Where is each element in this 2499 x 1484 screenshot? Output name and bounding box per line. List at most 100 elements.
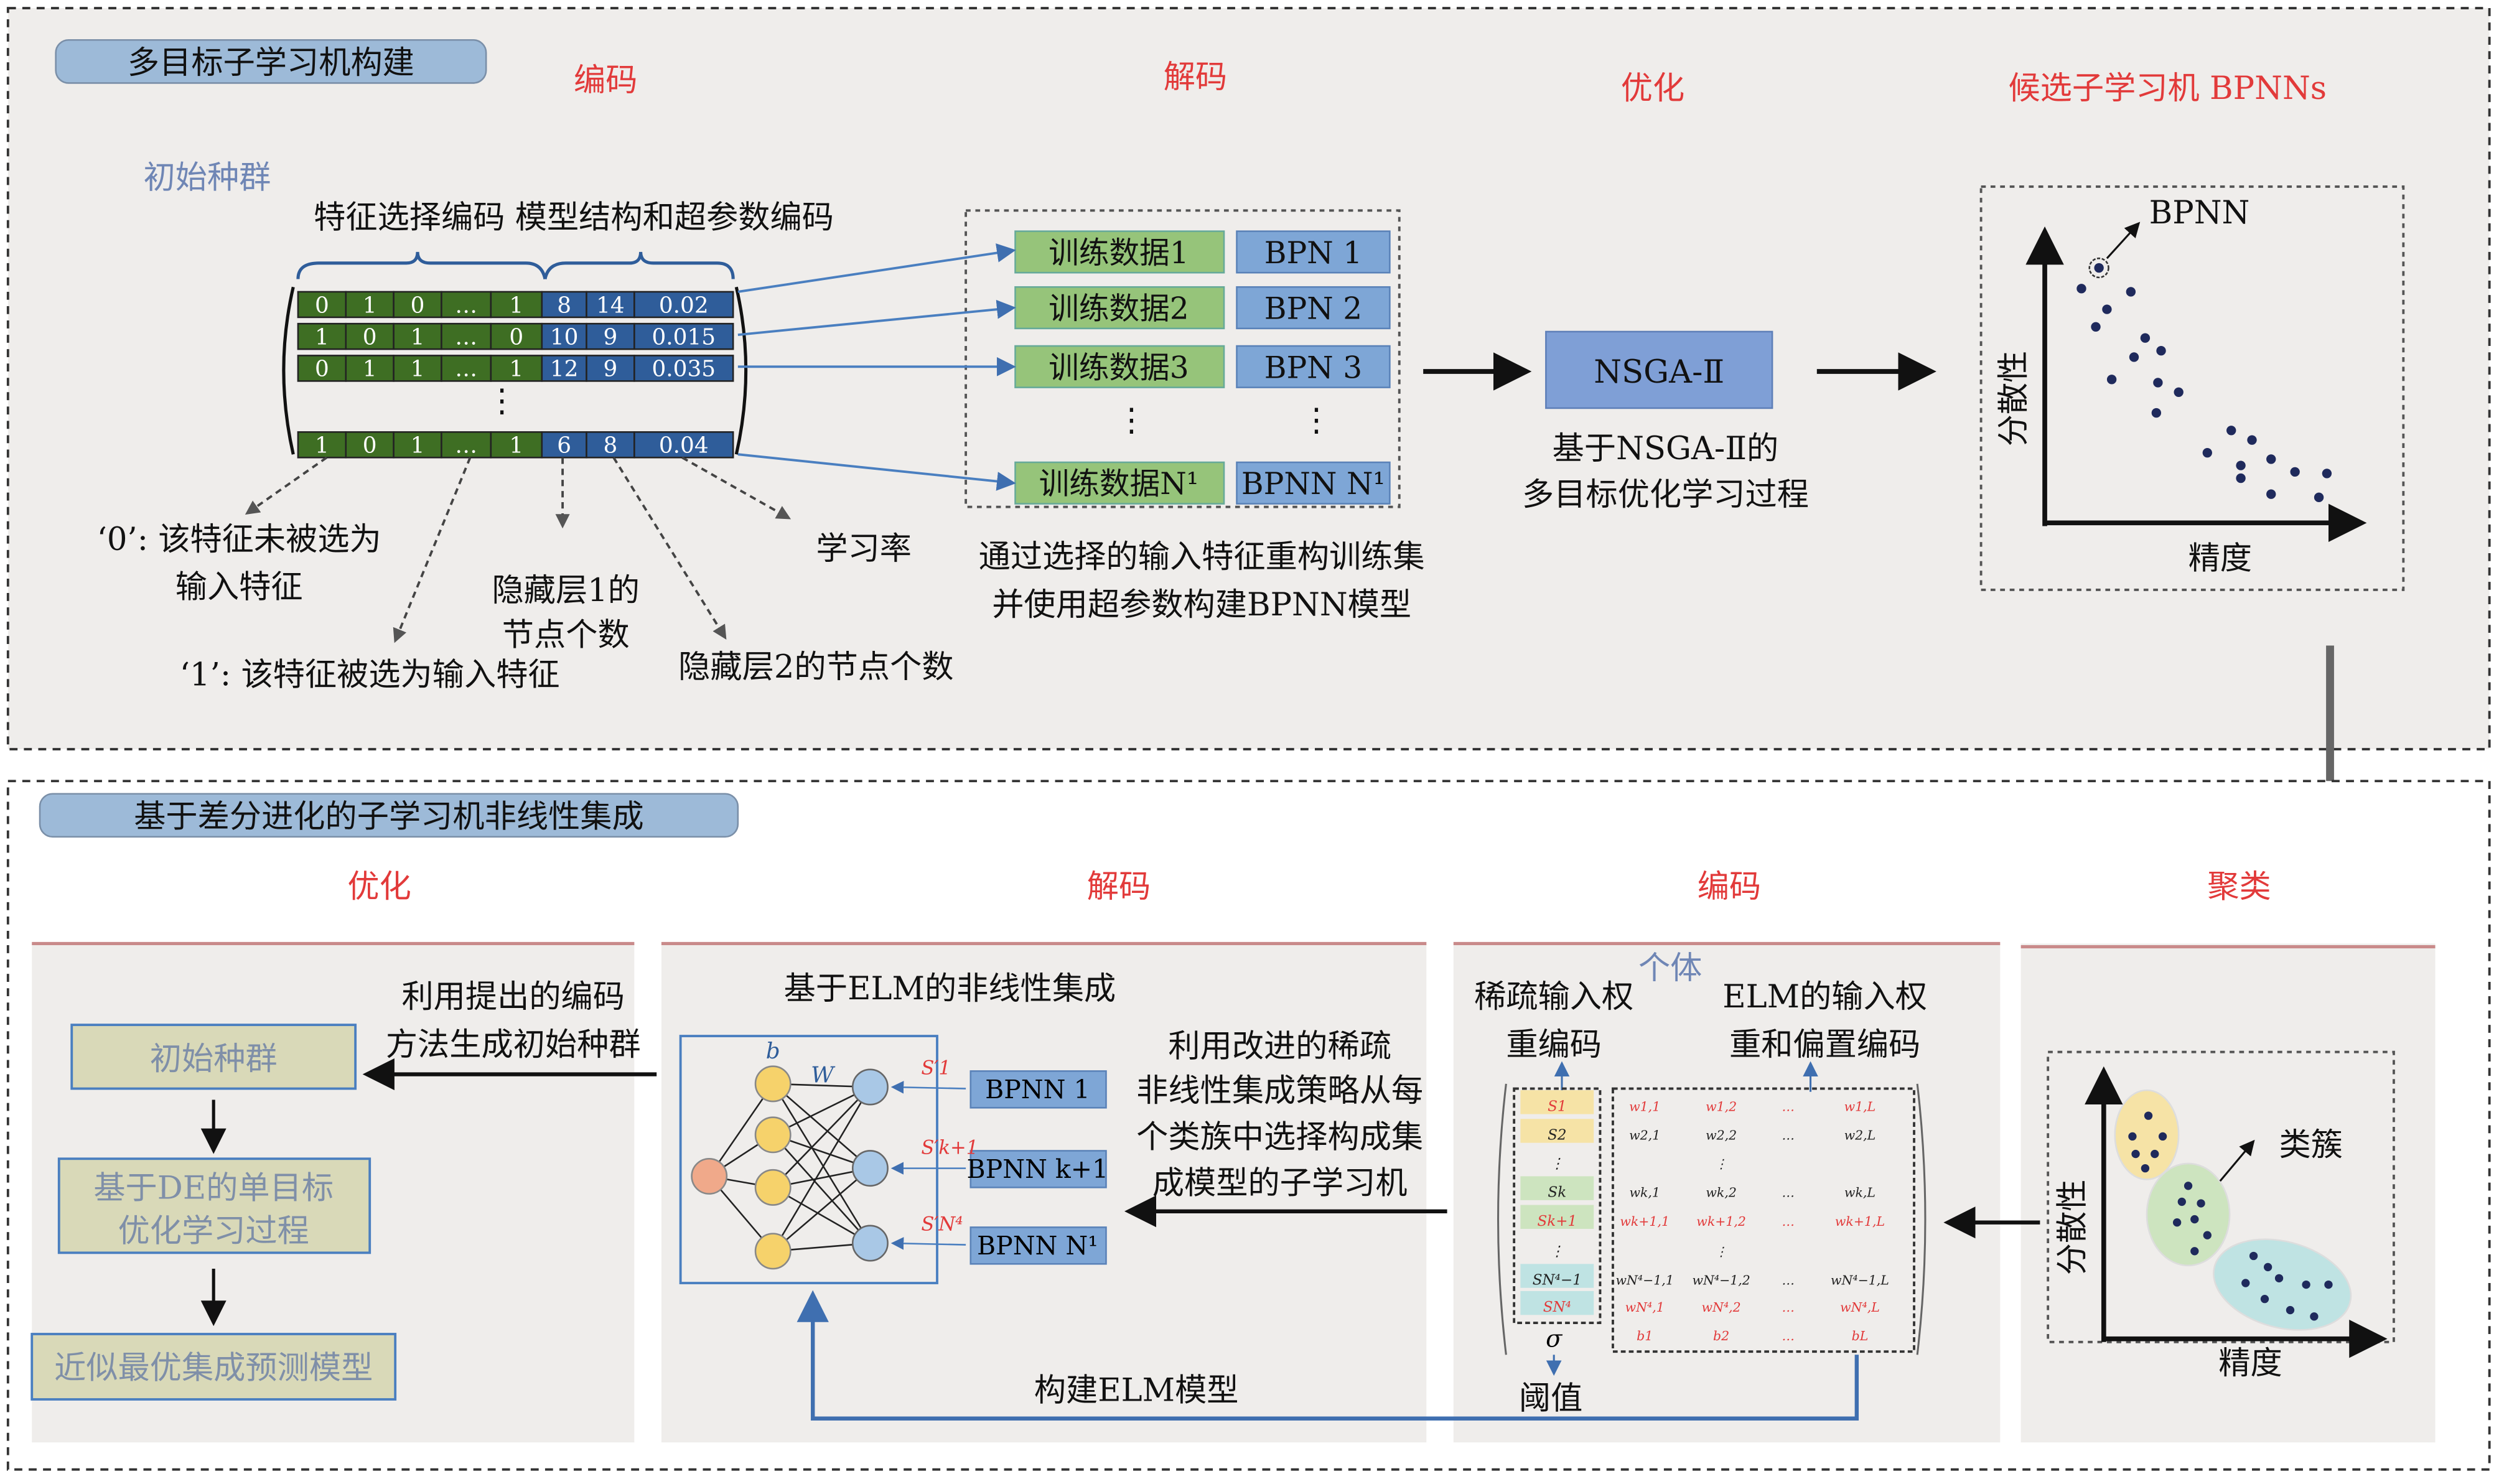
selected-bpnn-box (969, 1150, 1107, 1188)
weight-item: wN⁴,L (1840, 1300, 1880, 1315)
weight-matrix-box (1612, 1087, 1915, 1353)
individual-bracket-left (1497, 1083, 1507, 1355)
encoding-cell (541, 322, 587, 350)
sparse-cell (1520, 1205, 1594, 1229)
encoding-cell-value: 9 (604, 357, 618, 382)
cluster-point (2260, 1294, 2269, 1304)
encoding-cell-value: 14 (596, 292, 625, 318)
weight-item: … (1782, 1099, 1794, 1114)
select-note-2: 非线性集成策略从每 (1136, 1072, 1423, 1109)
encoding-cell (393, 322, 442, 350)
cluster-point (2197, 1199, 2205, 1208)
selection-arrow (890, 1081, 966, 1094)
output-node (851, 1068, 889, 1106)
selected-bpnn-label: BPNN N¹ (977, 1231, 1098, 1261)
output-node (851, 1150, 889, 1187)
candidate-point (2290, 467, 2300, 477)
final-model-box (30, 1333, 397, 1401)
weight-item: w2,1 (1629, 1128, 1660, 1143)
net-edge (772, 1083, 871, 1169)
hidden-node (754, 1233, 792, 1270)
weight-item: w1,2 (1706, 1099, 1737, 1114)
bottom-title: 基于差分进化的子学习机非线性集成 (134, 798, 644, 836)
threshold-label: 阈值 (1519, 1379, 1582, 1417)
bpn-box (1236, 286, 1391, 330)
encoding-cell (586, 291, 635, 319)
weight-item: … (1782, 1273, 1794, 1288)
encoding-cell-value: 1 (411, 324, 425, 350)
encoding-cell (541, 355, 587, 382)
de-box (57, 1157, 371, 1254)
selected-bpnn-label: BPNN 1 (985, 1075, 1090, 1104)
stage-encode: 编码 (574, 62, 637, 99)
cluster-yellow (2114, 1089, 2180, 1180)
cluster-label: 类簇 (2279, 1126, 2343, 1164)
stage-decode-bottom: 解码 (1087, 868, 1151, 905)
selected-bpnn-box (969, 1226, 1107, 1265)
sparse-item: Sk (1548, 1185, 1566, 1201)
sparse-cell (1520, 1290, 1594, 1315)
bpn-box (1236, 230, 1391, 274)
bpn-label: BPN 3 (1264, 350, 1363, 385)
selection-arrow (890, 1237, 966, 1250)
training-data-label: 训练数据N¹ (1039, 467, 1199, 502)
stage-optimize: 优化 (1621, 70, 1684, 107)
bpn-label: BPN 2 (1264, 291, 1363, 326)
net-b-label: b (766, 1038, 780, 1064)
encoding-cell-value: 10 (550, 324, 579, 350)
hidden-node (754, 1065, 792, 1103)
encoding-cell-value: 1 (509, 433, 523, 459)
encoding-cell-value: … (455, 292, 477, 318)
encoding-cell-value: 0 (315, 357, 329, 382)
encoding-cell (345, 291, 395, 319)
encoding-cell-value: 0.035 (652, 357, 716, 382)
encoding-cell (541, 431, 587, 459)
candidate-point (2151, 408, 2162, 418)
init-population-text: 初始种群 (150, 1040, 278, 1078)
arrow-rowN (737, 453, 1016, 491)
training-data-box (1014, 461, 1225, 505)
candidate-plot-box (1979, 185, 2405, 591)
weight-item: wk+1,2 (1696, 1214, 1746, 1229)
final-model-text: 近似最优集成预测模型 (54, 1350, 373, 1387)
weight-item: … (1782, 1214, 1794, 1229)
encoding-cell (586, 431, 635, 459)
weight-item: b2 (1713, 1328, 1729, 1343)
sparse-item: SN⁴−1 (1533, 1272, 1582, 1289)
arrow-lr (681, 456, 792, 520)
input-node (691, 1157, 728, 1195)
sparse-cell (1520, 1264, 1594, 1288)
encoding-cell (633, 291, 734, 319)
encoding-cell-value: 1 (509, 357, 523, 382)
sparse-column-box (1513, 1087, 1602, 1324)
encoding-cell-value: 0.02 (659, 292, 709, 318)
weight-item: wN⁴,1 (1625, 1300, 1665, 1315)
encoding-cell-value: 9 (604, 324, 618, 350)
cluster-point (2190, 1215, 2199, 1224)
candidate-point (2076, 284, 2086, 294)
encoding-cell-value: … (455, 324, 477, 350)
encoding-cell (633, 322, 734, 350)
init-population-box (70, 1024, 357, 1090)
bpnn-point-label: BPNN (2149, 194, 2250, 231)
de-text-1: 基于DE的单目标 (93, 1169, 334, 1206)
decode-note-1: 通过选择的输入特征重构训练集 (979, 538, 1425, 576)
brace-model (543, 251, 735, 280)
candidate-point (2266, 454, 2276, 464)
cluster-point (2151, 1149, 2159, 1159)
encoding-cell-value: 1 (363, 292, 377, 318)
candidate-point (2236, 473, 2246, 483)
encoding-cell (541, 291, 587, 319)
cluster-point (2324, 1280, 2333, 1289)
encoding-cell-value: 8 (604, 433, 618, 459)
encoding-cell (393, 355, 442, 382)
sparse-item: SN⁴ (1543, 1299, 1571, 1315)
net-edge (772, 1187, 871, 1244)
cluster-point (2286, 1305, 2295, 1315)
elm-network-box (679, 1035, 938, 1284)
ann-zero-1: ‘0’: 该特征未被选为 (97, 521, 381, 558)
weight-item: wk,L (1844, 1185, 1875, 1200)
bpn-label: BPN 1 (1264, 236, 1363, 271)
net-edge (772, 1134, 871, 1244)
